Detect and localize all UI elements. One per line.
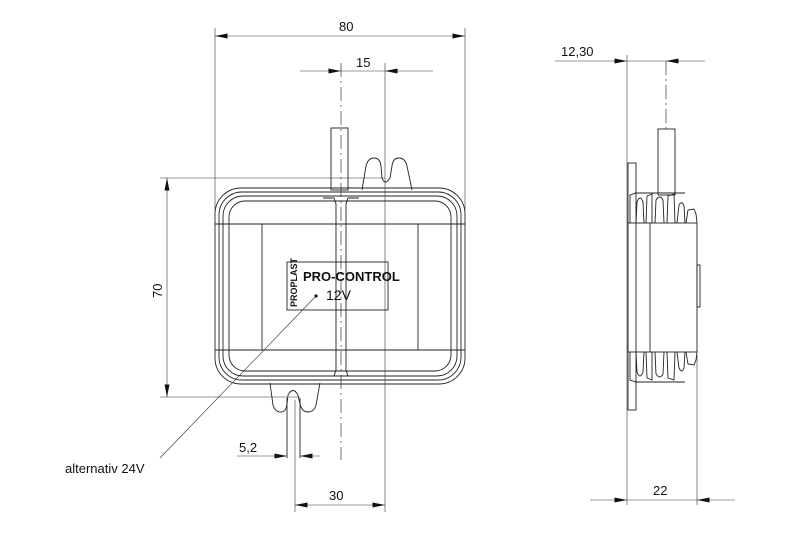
dimension-cable: 5,2	[237, 440, 320, 459]
dimension-height: 70	[150, 178, 170, 397]
dimension-center-offset: 15	[300, 55, 433, 74]
label-voltage: 12V	[326, 287, 352, 303]
dimension-side-offset: 12,30	[555, 44, 705, 64]
callout-text: alternativ 24V	[65, 461, 145, 476]
front-view: PROPLAST PRO-CONTROL 12V alternativ 24V	[65, 28, 466, 512]
dim-22: 22	[653, 483, 667, 498]
dimension-depth: 22	[590, 483, 735, 503]
product-label	[286, 261, 389, 311]
side-view	[626, 55, 701, 505]
label-brand: PROPLAST	[289, 257, 299, 307]
dimension-cable-offset: 30	[295, 488, 385, 508]
dim-12-30: 12,30	[561, 44, 594, 59]
dim-30: 30	[329, 488, 343, 503]
dim-15: 15	[356, 55, 370, 70]
dim-5-2: 5,2	[239, 440, 257, 455]
dim-70: 70	[150, 284, 165, 298]
dimension-width: 80	[215, 19, 465, 39]
label-product: PRO-CONTROL	[303, 269, 400, 284]
dim-80: 80	[339, 19, 353, 34]
